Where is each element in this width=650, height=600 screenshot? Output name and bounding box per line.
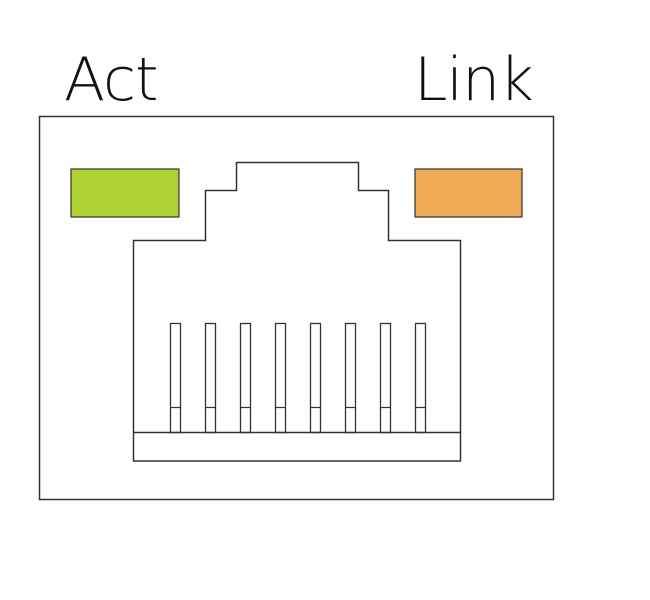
contact-pin <box>274 322 287 434</box>
contact-pin <box>344 322 357 434</box>
link-label: Link <box>414 45 534 115</box>
contact-pin <box>204 322 217 434</box>
contact-pin <box>169 322 182 434</box>
contact-pin <box>239 322 252 434</box>
contact-pin <box>309 322 322 434</box>
act-label: Act <box>64 45 159 115</box>
contact-pin <box>414 322 427 434</box>
contact-pins <box>169 322 427 434</box>
link-led <box>414 168 523 218</box>
activity-led <box>70 168 180 218</box>
contact-pin <box>379 322 392 434</box>
